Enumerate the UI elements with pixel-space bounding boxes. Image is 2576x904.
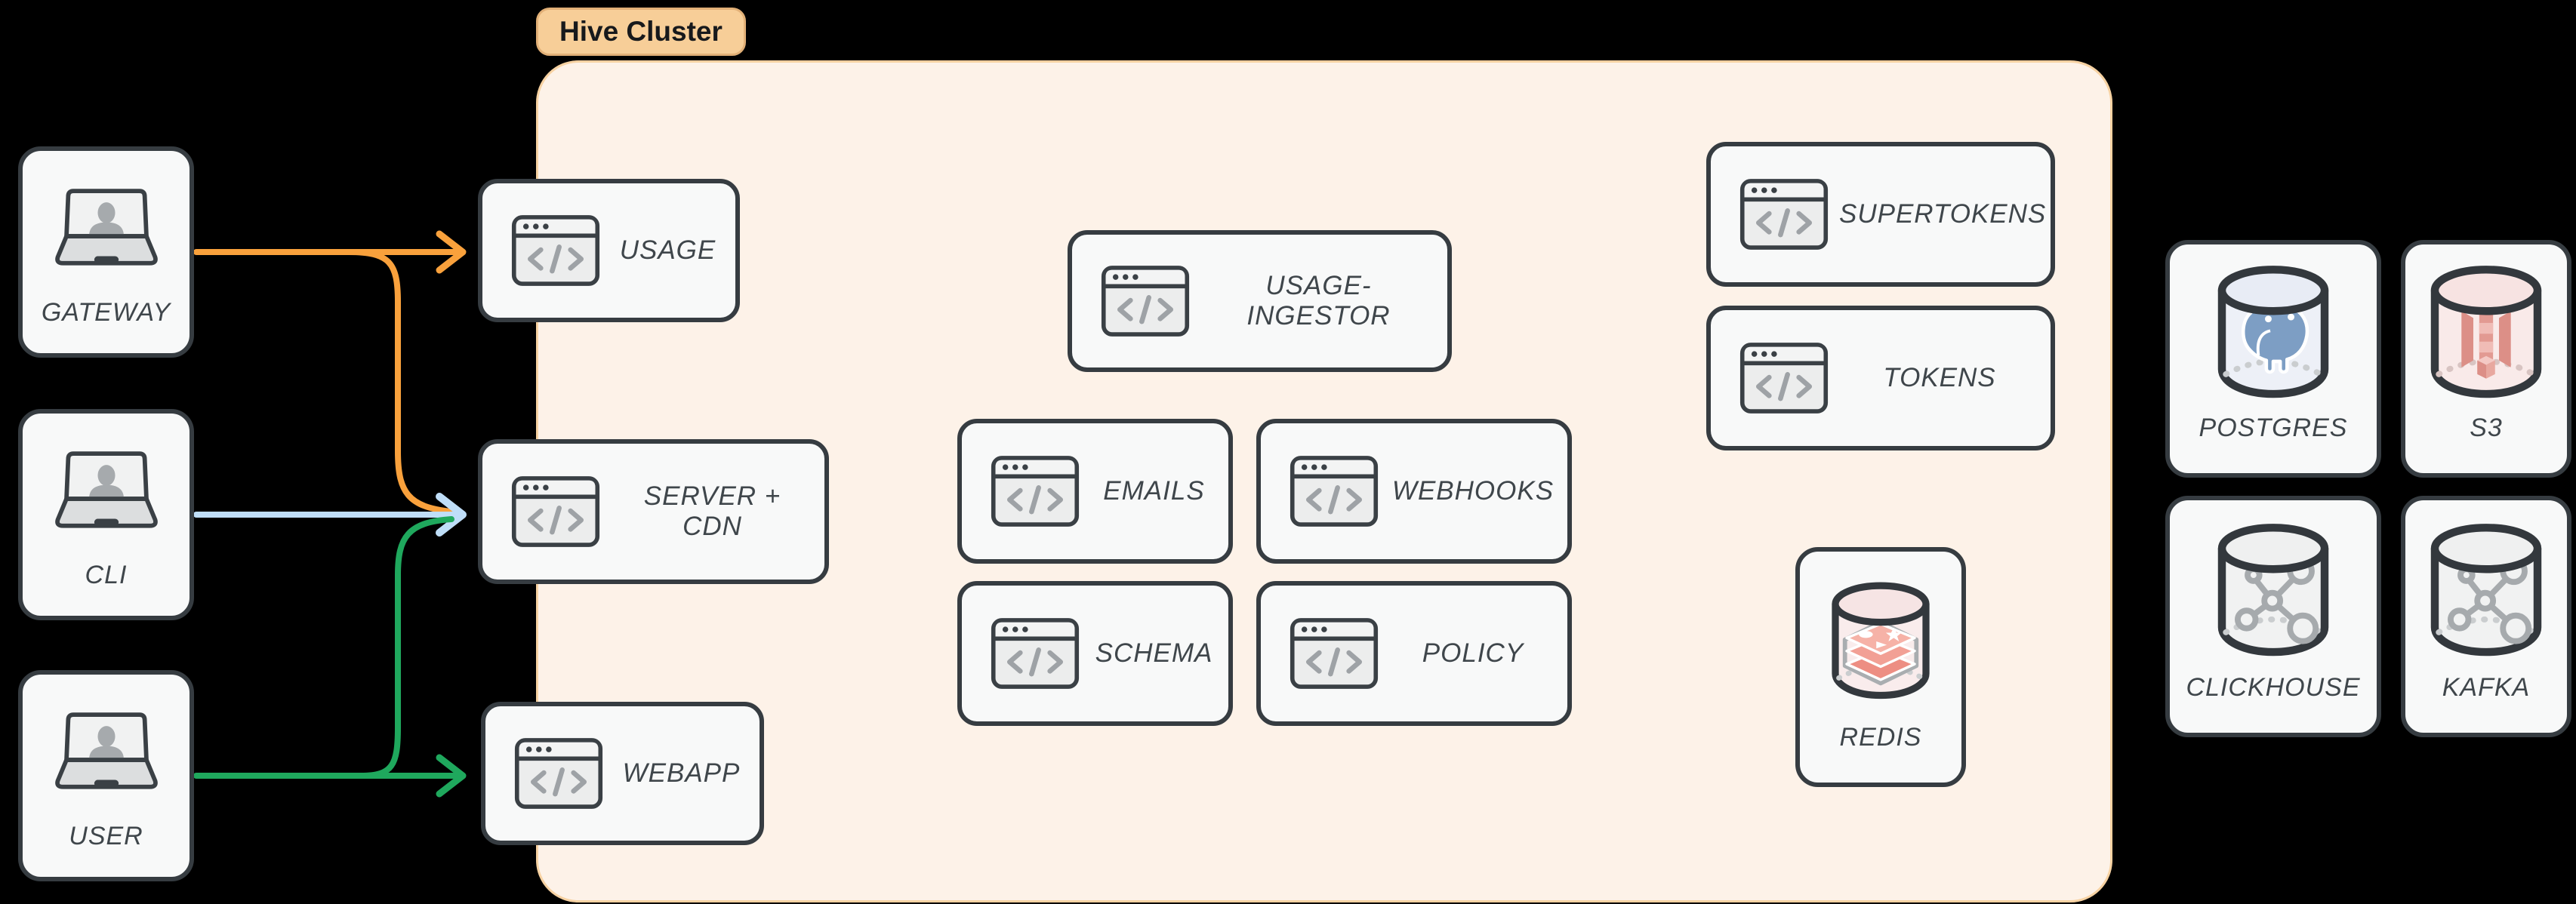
node-label: WEBAPP [622, 758, 741, 788]
s3-cylinder-icon [2422, 244, 2550, 414]
node-label: SCHEMA [1095, 638, 1213, 668]
edge-user-webapp-arrowhead-icon [436, 754, 467, 798]
edge-gateway-usage-arrowhead-icon [436, 230, 467, 274]
node-clickhouse: CLICKHOUSE [2165, 496, 2381, 737]
redis-cylinder-icon [1824, 552, 1937, 723]
node-emails: EMAILS [957, 419, 1233, 564]
node-webapp: WEBAPP [481, 702, 764, 845]
node-label: USAGE-INGESTOR [1246, 271, 1391, 331]
node-supertokens: SUPERTOKENS [1706, 142, 2055, 287]
node-label: SUPERTOKENS [1839, 199, 2047, 229]
hive-cluster-tag: Hive Cluster [536, 8, 746, 56]
node-label: POSTGRES [2199, 414, 2348, 442]
laptop-user-icon [49, 151, 164, 298]
node-schema: SCHEMA [957, 581, 1233, 726]
node-tokens: TOKENS [1706, 306, 2055, 450]
node-label: REDIS [1839, 723, 1922, 752]
node-label: CLI [85, 561, 128, 589]
node-label: GATEWAY [41, 298, 171, 327]
code-window-icon [1101, 265, 1190, 337]
node-usage: USAGE [478, 179, 740, 322]
node-postgres: POSTGRES [2165, 240, 2381, 478]
code-window-icon [991, 617, 1080, 690]
kafka-cylinder-icon [2422, 500, 2550, 673]
laptop-user-icon [49, 414, 164, 561]
node-kafka: KAFKA [2401, 496, 2571, 737]
code-window-icon [1739, 342, 1829, 414]
node-label: CLICKHOUSE [2186, 673, 2361, 702]
code-window-icon [991, 455, 1080, 527]
code-window-icon [1290, 455, 1379, 527]
code-window-icon [511, 214, 600, 287]
edge-cli-servercdn-arrowhead-icon [436, 493, 467, 537]
node-usage-ingestor: USAGE-INGESTOR [1068, 230, 1452, 372]
node-server-cdn: SERVER + CDN [478, 439, 829, 584]
node-label: USAGE [619, 235, 716, 265]
node-label: KAFKA [2442, 673, 2531, 702]
node-label: TOKENS [1883, 363, 1996, 392]
node-s3: S3 [2401, 240, 2571, 478]
node-label: S3 [2470, 414, 2503, 442]
node-label: POLICY [1422, 638, 1524, 668]
node-label: WEBHOOKS [1391, 476, 1555, 506]
code-window-icon [1739, 178, 1829, 251]
node-user: USER [18, 670, 194, 881]
code-window-icon [511, 475, 600, 548]
node-label: EMAILS [1103, 476, 1205, 506]
edge-user-servercdn [358, 516, 454, 779]
edge-gateway-servercdn [346, 249, 454, 515]
node-gateway: GATEWAY [18, 146, 194, 358]
postgres-cylinder-icon [2209, 244, 2337, 414]
node-cli: CLI [18, 409, 194, 620]
node-redis: REDIS [1795, 547, 1966, 787]
node-label: USER [69, 822, 143, 850]
node-policy: POLICY [1256, 581, 1572, 726]
node-label: SERVER + CDN [643, 481, 781, 541]
code-window-icon [514, 737, 603, 810]
code-window-icon [1290, 617, 1379, 690]
clickhouse-cylinder-icon [2209, 500, 2337, 673]
laptop-user-icon [49, 675, 164, 822]
node-webhooks: WEBHOOKS [1256, 419, 1572, 564]
